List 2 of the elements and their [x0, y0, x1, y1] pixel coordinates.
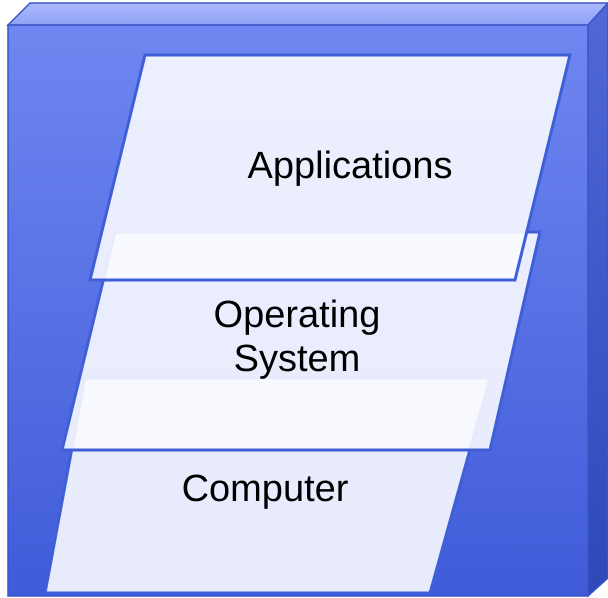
layer-label: Computer [180, 468, 350, 512]
layer-label: Operating System [212, 294, 382, 382]
